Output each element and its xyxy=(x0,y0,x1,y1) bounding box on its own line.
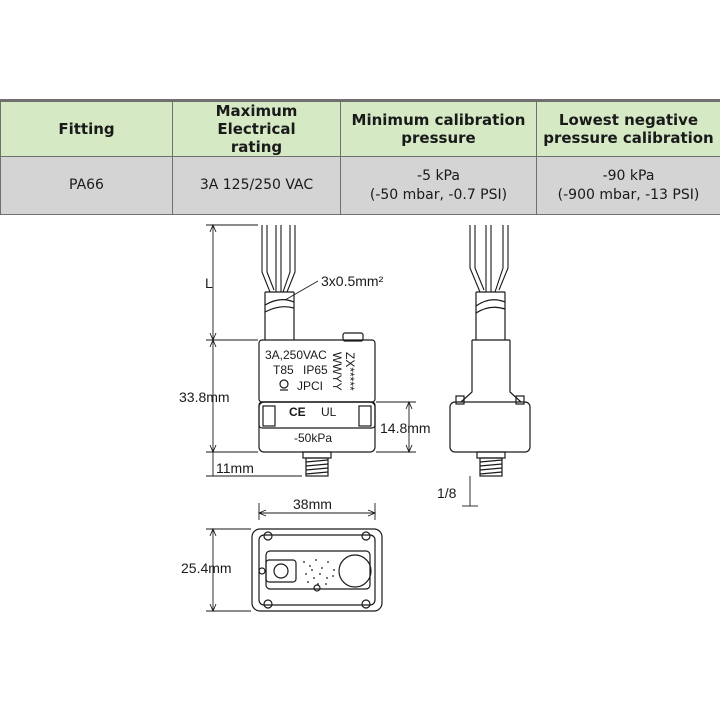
header-fitting: Fitting xyxy=(0,101,173,157)
marking-rating: 3A,250VAC xyxy=(265,348,327,362)
base-height-label: 14.8mm xyxy=(380,420,431,436)
cell-fitting: PA66 xyxy=(0,156,173,215)
ground-symbol-icon xyxy=(279,379,289,389)
front-view: 3A,250VAC T85 IP65 JPCI ZX*****WWYY CE U… xyxy=(179,223,431,477)
cell-lowest-negative: -90 kPa (-900 mbar, -13 PSI) xyxy=(536,156,720,215)
side-thread xyxy=(476,451,506,477)
top-view: 38mm 25.4mm xyxy=(181,496,383,613)
length-label: L xyxy=(205,275,213,291)
screw-icon xyxy=(361,599,371,609)
dim-width xyxy=(257,503,377,520)
front-housing-nub xyxy=(342,332,364,342)
diaphragm-icon xyxy=(338,554,372,588)
marking-ul: UL xyxy=(321,405,337,419)
cable-entry-icon xyxy=(273,563,289,579)
front-base-tab-right xyxy=(358,405,372,427)
potting-texture xyxy=(303,559,335,585)
side-upper-housing xyxy=(460,339,522,403)
top-cable-entry xyxy=(265,559,297,583)
marking-ce: CE xyxy=(289,405,306,419)
cell-min-calibration: -5 kPa (-50 mbar, -0.7 PSI) xyxy=(340,156,537,215)
side-view: 1/8 xyxy=(437,225,531,507)
cell-electrical-rating: 3A 125/250 VAC xyxy=(172,156,341,215)
header-max-electrical-rating: Maximum Electrical rating xyxy=(172,101,341,157)
thread-length-label: 11mm xyxy=(216,460,254,476)
cable-label: 3x0.5mm² xyxy=(321,273,384,289)
screw-icon xyxy=(263,599,273,609)
dim-base-height xyxy=(376,400,416,454)
width-label: 38mm xyxy=(293,496,332,512)
table-header-row: Fitting Maximum Electrical rating Minimu… xyxy=(0,101,720,157)
front-thread xyxy=(302,451,332,477)
height-label: 33.8mm xyxy=(179,389,230,405)
top-outer-frame xyxy=(251,528,383,612)
thread-label: 1/8 xyxy=(437,485,457,501)
table-top-rule xyxy=(0,99,720,101)
dim-depth xyxy=(206,527,251,613)
side-cable xyxy=(475,291,506,340)
front-cable xyxy=(264,291,295,340)
vent-hole-icon xyxy=(313,584,321,592)
depth-label: 25.4mm xyxy=(181,560,232,576)
side-wires xyxy=(469,225,509,293)
side-base xyxy=(449,401,531,453)
top-inner-frame xyxy=(258,534,376,606)
spec-table: Fitting Maximum Electrical rating Minimu… xyxy=(0,101,720,215)
dim-length xyxy=(206,223,258,342)
front-wires xyxy=(261,225,296,293)
front-base-tab-left xyxy=(262,405,276,427)
marking-temp: T85 xyxy=(273,363,294,377)
front-base-upper-band xyxy=(258,401,376,429)
marking-date: ZX*****WWYY xyxy=(330,352,357,391)
table-row: PA66 3A 125/250 VAC -5 kPa (-50 mbar, -0… xyxy=(0,156,720,215)
header-min-calibration-pressure: Minimum calibration pressure xyxy=(340,101,537,157)
marking-ip: IP65 xyxy=(303,363,328,377)
screw-icon xyxy=(361,531,371,541)
dim-thread-length xyxy=(206,452,302,477)
screw-icon xyxy=(263,531,273,541)
marking-pressure: -50kPa xyxy=(294,431,332,445)
marking-brand: JPCI xyxy=(297,379,323,393)
cable-callout-line xyxy=(284,280,319,301)
